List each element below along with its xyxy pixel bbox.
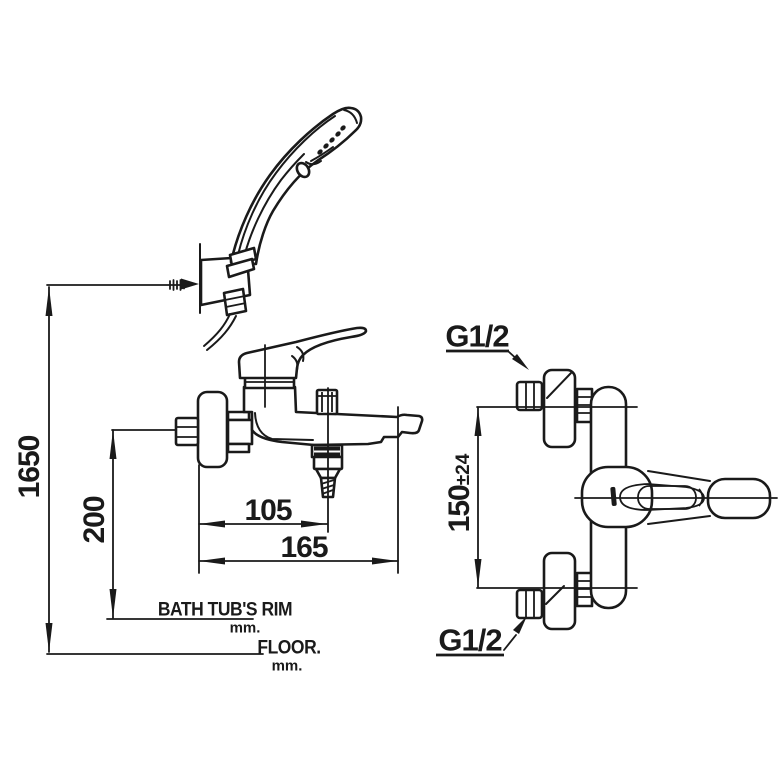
dimension-lines [46,279,778,657]
head-endcap-line [343,109,358,124]
thread-bottom-label: G1/2 [438,622,502,658]
dim-165-label: 165 [280,531,328,564]
top-inlet-flange [542,368,577,449]
screw-thread-ticks [169,279,185,291]
hanging-ring [295,161,311,179]
thread-bottom-leader [503,634,517,651]
wand-silhouette [229,106,363,266]
inlet-reference-lines [476,406,638,589]
floor-label: FLOOR. [257,637,321,659]
top-inlet-hex-nut [515,380,544,412]
diverter-stub [315,388,339,416]
wall-flange [196,390,229,469]
mixer-body-spout [242,385,424,447]
floor-unit: mm. [271,657,303,675]
shower-hose [203,313,237,351]
coupling-ring [226,418,254,446]
side-view-mixer [174,326,424,499]
dim-150-tolerance: ±24 [453,453,474,486]
arrowheads [45,278,529,652]
bath-rim-unit: mm. [229,619,261,637]
head-chin-line [305,160,322,166]
front-view-mixer [515,368,772,631]
dim-1650-label: 1650 [13,435,46,499]
supply-nut [174,416,200,447]
handle-hub [580,465,654,529]
wand-neck-band [228,246,258,268]
dim-105-label: 105 [244,494,292,527]
thread-top-label: G1/2 [445,318,509,354]
hand-shower-wand [203,106,363,351]
hose-nut [222,287,248,317]
coupling-ring [226,442,251,454]
wand-neck-band [225,257,256,279]
hose-outlet-connector [310,443,344,499]
dim-200-label: 200 [78,496,111,544]
dim-150-label: 150±24 [443,453,476,533]
bottom-inlet-hex-nut [515,588,544,620]
bath-rim-label: BATH TUB'S RIM [157,599,293,621]
dim-150-value: 150 [443,485,476,533]
spray-face-dots [317,125,346,155]
